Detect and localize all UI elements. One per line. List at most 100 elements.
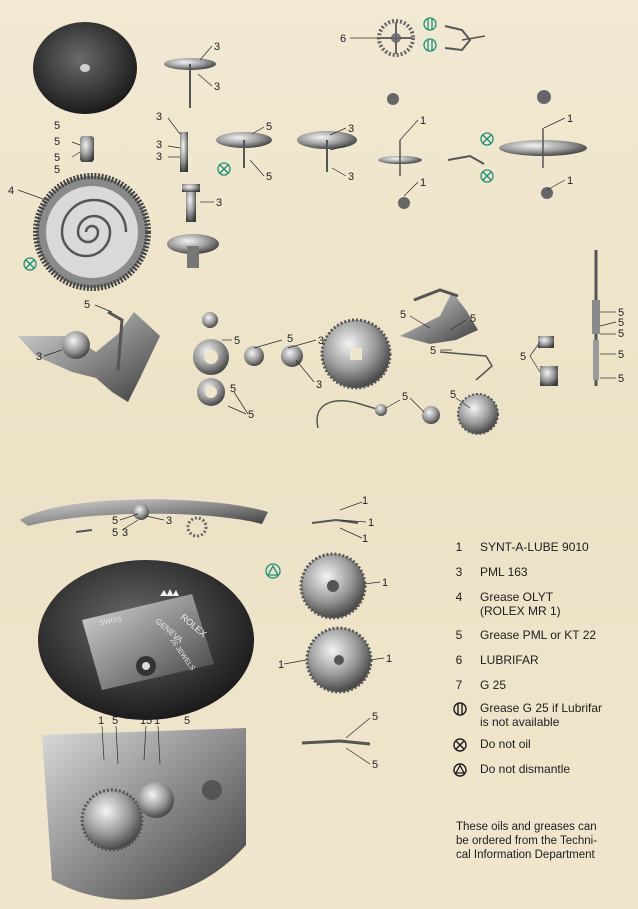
spring-and-lever-parts [316, 288, 499, 435]
rotor-bridge-part [20, 499, 268, 538]
pallet-fork-part [444, 25, 486, 52]
callout-number: 3 [156, 139, 162, 151]
callout-number: 3 [122, 527, 128, 539]
callout-number: 5 [430, 345, 436, 357]
callout-number: 5 [266, 171, 272, 183]
barrel-arbor-pinion [167, 234, 219, 268]
engraving-swiss: SWISS [99, 616, 123, 627]
callout-number: 1 [420, 115, 426, 127]
callout-number: 5 [112, 515, 118, 527]
automatic-module [38, 560, 254, 720]
callout-number: 5 [287, 333, 293, 345]
legend-text: Grease G 25 if Lubrifar is not available [480, 701, 603, 729]
callout-number: 1 [382, 577, 388, 589]
callout-number: 5 [520, 351, 526, 363]
ratchet-and-crown-wheels [193, 312, 392, 406]
legend-row: 5 Grease PML or KT 22 [450, 626, 636, 647]
legend-text: Grease OLYT (ROLEX MR 1) [480, 590, 561, 618]
callout-number: 5 [54, 164, 60, 176]
callout-number: 3 [316, 379, 322, 391]
setting-parts [80, 132, 200, 222]
do-not-oil-symbol-icon [217, 162, 231, 176]
callout-number: 5 [266, 121, 272, 133]
callout-number: 3 [156, 151, 162, 163]
callout-number: 5 [230, 383, 236, 395]
callout-number: 5 [618, 328, 624, 340]
callout-number: 5 [84, 299, 90, 311]
do-not-dismantle-symbol-icon [453, 763, 467, 777]
legend-row: Do not dismantle [450, 760, 636, 781]
callout-number: 5 [372, 711, 378, 723]
callout-number: 1 [368, 517, 374, 529]
spring-wire [107, 310, 124, 371]
callout-number: 1 [140, 715, 146, 727]
legend-text: Do not dismantle [480, 762, 571, 776]
callout-number: 3 [214, 81, 220, 93]
legend-text: G 25 [480, 678, 507, 692]
legend-key: 3 [455, 565, 463, 579]
legend-row: Grease G 25 if Lubrifar is not available [450, 699, 636, 733]
callouts-bottom: 1 1 1 5 5 3 3 1 5 5 1 1 1 5 1 5 1 5 [98, 495, 392, 771]
third-wheel-part [164, 58, 216, 108]
callout-number: 1 [98, 715, 104, 727]
do-not-oil-symbol-icon [453, 738, 467, 752]
legend-key: 1 [455, 540, 463, 554]
grease-g25-symbol-icon [453, 702, 467, 716]
callout-number: 5 [54, 152, 60, 164]
callout-number: 3 [36, 351, 42, 363]
legend-row: 7 G 25 [450, 676, 636, 697]
legend-text: SYNT-A-LUBE 9010 [480, 540, 589, 554]
legend-row: 6 LUBRIFAR [450, 651, 636, 672]
balance-parts [299, 518, 373, 746]
legend-key: 6 [455, 653, 463, 667]
callouts-top: 6 3 3 3 3 5 5 3 3 5 5 5 5 3 3 1 1 1 1 4 [8, 33, 573, 209]
crown-logo [160, 589, 179, 596]
callout-number: 1 [420, 177, 426, 189]
legend-row: 3 PML 163 [450, 563, 636, 584]
winding-pinions [538, 336, 558, 386]
grease-g25-symbol-icon [423, 38, 437, 52]
legend-key: 5 [455, 628, 463, 642]
do-not-dismantle-symbol-icon [265, 563, 281, 579]
callout-number: 3 [318, 335, 324, 347]
do-not-oil-symbol-icon [480, 169, 494, 183]
callouts-middle: 5 5 5 5 3 3 3 5 5 5 5 5 5 5 5 5 5 5 5 [36, 299, 624, 421]
callout-number: 3 [166, 515, 172, 527]
do-not-oil-symbol-icon [23, 257, 37, 271]
legend-row: 4 Grease OLYT (ROLEX MR 1) [450, 588, 636, 622]
ordering-note: These oils and greases can be ordered fr… [456, 821, 598, 861]
callout-number: 1 [362, 533, 368, 545]
callout-number: 5 [618, 349, 624, 361]
legend-text: Grease PML or KT 22 [480, 628, 597, 642]
callout-number: 5 [400, 309, 406, 321]
mainspring-barrel [33, 173, 151, 291]
callout-number: 1 [567, 175, 573, 187]
callout-number: 5 [618, 317, 624, 329]
winding-stem [592, 250, 600, 386]
escape-wheel-part [377, 19, 415, 57]
jewel-settings-top [378, 90, 587, 209]
legend-row: Do not oil [450, 735, 636, 756]
callout-number: 1 [362, 495, 368, 507]
callout-number: 3 [216, 197, 222, 209]
center-wheels [216, 131, 357, 172]
grease-g25-symbol-icon [423, 17, 437, 31]
callout-number: 5 [54, 120, 60, 132]
winding-weight-disc [33, 22, 137, 114]
callout-number: 4 [8, 185, 14, 197]
callout-number: 5 [470, 313, 476, 325]
callout-number: 5 [146, 715, 152, 727]
legend-text: PML 163 [480, 565, 528, 579]
callout-number: 1 [386, 653, 392, 665]
callout-number: 1 [567, 113, 573, 125]
callout-number: 3 [348, 123, 354, 135]
legend-key: 7 [455, 678, 463, 692]
legend-text: Do not oil [480, 737, 531, 751]
callout-number: 1 [278, 659, 284, 671]
leader-lines [17, 37, 617, 765]
callout-number: 5 [618, 307, 624, 319]
callout-number: 1 [154, 715, 160, 727]
callout-number: 5 [112, 527, 118, 539]
